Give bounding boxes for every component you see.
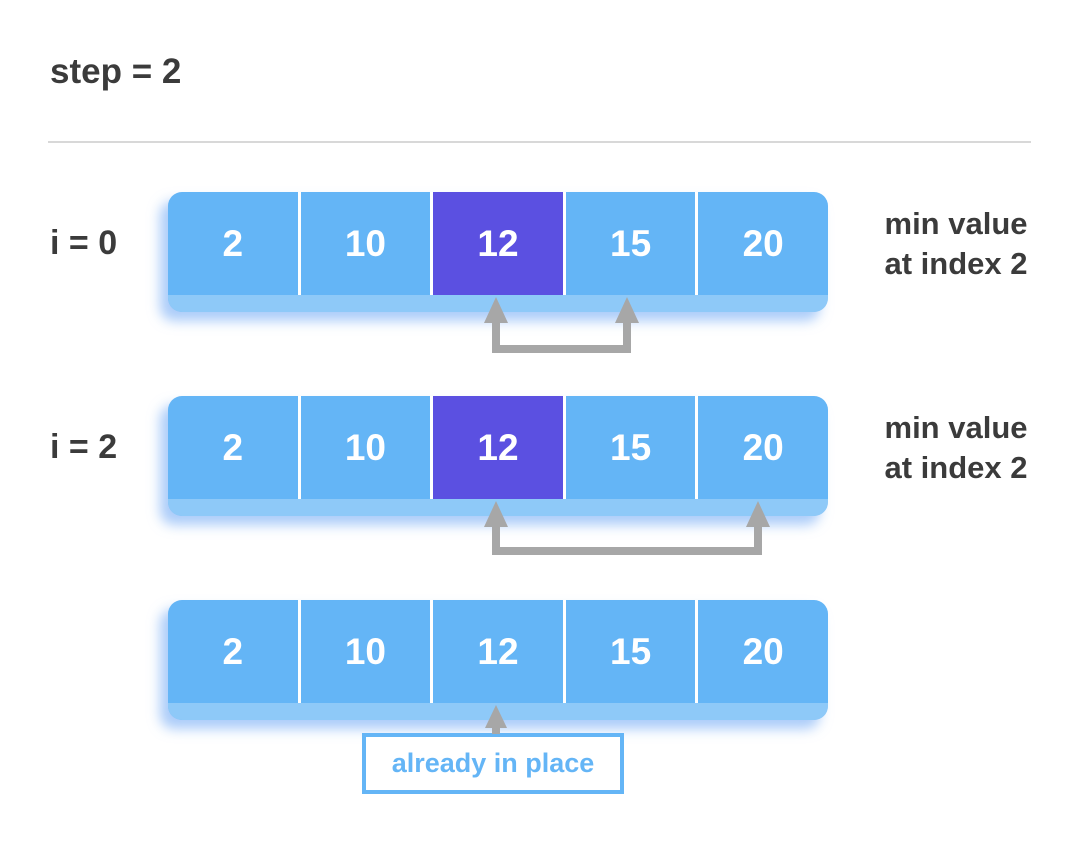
- already-in-place-label: already in place: [391, 748, 595, 778]
- array-cell: 15: [566, 192, 699, 295]
- annotation-line: min value: [884, 409, 1028, 445]
- row-2-index-label: i = 2: [50, 428, 118, 466]
- array-cell: 20: [742, 426, 784, 468]
- step-label: step = 2: [50, 52, 182, 91]
- min-value-annotation-2: min value at index 2: [858, 396, 1054, 499]
- array-row-2: 2 10 12 15 20: [168, 396, 828, 516]
- array-cell: 10: [301, 192, 434, 295]
- array-cell: 20: [742, 222, 784, 264]
- array-cell: 20: [742, 630, 784, 672]
- min-value-annotation-1: min value at index 2: [858, 192, 1054, 295]
- array-cell: 15: [566, 396, 699, 499]
- array-cell: 2: [168, 600, 301, 703]
- array-row-1: 2 10 12 15 20: [168, 192, 828, 312]
- row-1-index-label: i = 0: [50, 224, 118, 262]
- divider-rule: [48, 141, 1031, 143]
- array-row-3: 2 10 12 15 20: [168, 600, 828, 720]
- array-cell: 10: [301, 600, 434, 703]
- already-in-place-box: already in place: [362, 733, 624, 794]
- annotation-line: at index 2: [884, 245, 1028, 281]
- array-cell-highlighted: 12: [433, 396, 566, 499]
- array-cell: 10: [301, 396, 434, 499]
- array-cell: 15: [566, 600, 699, 703]
- array-cell: 12: [433, 600, 566, 703]
- array-cell: 2: [168, 192, 301, 295]
- array-cell: 2: [168, 396, 301, 499]
- annotation-line: at index 2: [884, 449, 1028, 485]
- array-cell-highlighted: 12: [433, 192, 566, 295]
- annotation-line: min value: [884, 205, 1028, 241]
